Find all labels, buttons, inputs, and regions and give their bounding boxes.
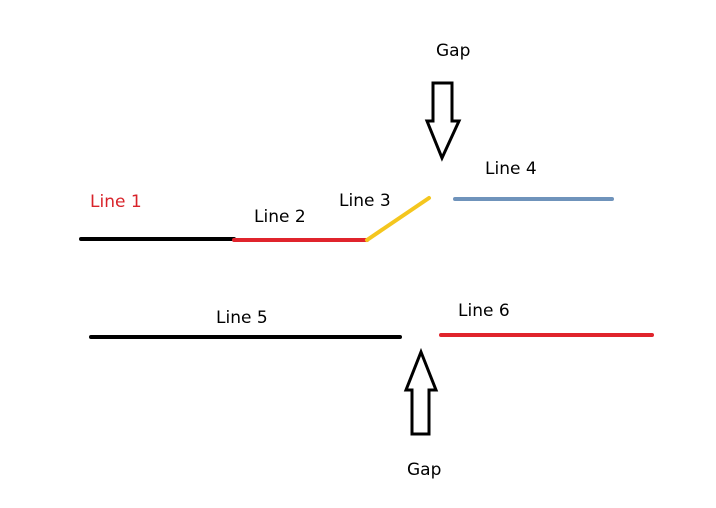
- line-5-label: Line 5: [216, 308, 268, 328]
- line-4-label: Line 4: [485, 159, 537, 179]
- gap-top-label: Gap: [436, 41, 471, 61]
- line-6-label: Line 6: [458, 301, 510, 321]
- line-3-label: Line 3: [339, 191, 391, 211]
- gap-bottom-label: Gap: [407, 460, 442, 480]
- line-3-segment: [365, 196, 431, 242]
- line-2-label: Line 2: [254, 207, 306, 227]
- arrow-down-icon: [424, 81, 462, 162]
- arrow-up-icon: [403, 347, 439, 436]
- line-1-label: Line 1: [90, 192, 142, 212]
